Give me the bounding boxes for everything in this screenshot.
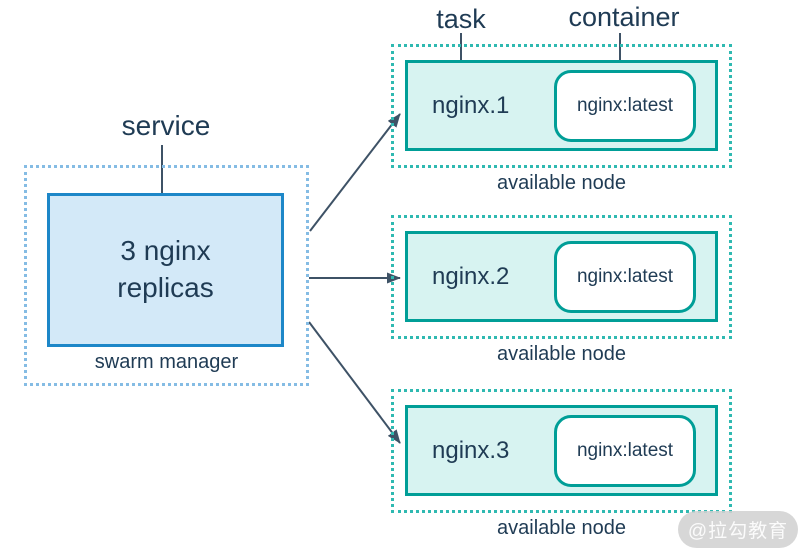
node-1-task-box: nginx.1 nginx:latest: [405, 60, 718, 151]
arrow-manager-to-node1: [309, 113, 401, 232]
service-label: service: [121, 110, 211, 141]
arrow-manager-to-node3: [308, 321, 401, 444]
swarm-manager-caption: swarm manager: [94, 351, 239, 373]
node-1-container-box: nginx:latest: [554, 69, 696, 142]
node-2-caption: available node: [497, 343, 626, 365]
node-2-task-name: nginx.2: [432, 262, 510, 290]
node-2-task-box: nginx.2 nginx:latest: [405, 231, 718, 322]
node-3-boundary: nginx.3 nginx:latest: [391, 389, 732, 513]
service-replicas-text: 3 nginx replicas: [117, 235, 214, 303]
node-3-container-image: nginx:latest: [576, 439, 674, 461]
service-box: 3 nginx replicas: [47, 193, 284, 347]
node-2: nginx.2 nginx:latest available node: [391, 215, 732, 366]
node-3-caption: available node: [497, 517, 626, 539]
node-2-container-image: nginx:latest: [576, 265, 674, 287]
node-2-container-box: nginx:latest: [554, 240, 696, 313]
watermark-text: @拉勾教育: [687, 521, 789, 542]
task-label: task: [436, 4, 486, 34]
node-2-boundary: nginx.2 nginx:latest: [391, 215, 732, 339]
swarm-manager-boundary: 3 nginx replicas swarm manager: [24, 165, 309, 386]
node-1-task-name: nginx.1: [432, 91, 510, 119]
container-label: container: [568, 2, 680, 32]
node-3-task-box: nginx.3 nginx:latest: [405, 405, 718, 496]
node-1: nginx.1 nginx:latest available node: [391, 44, 732, 195]
node-1-caption: available node: [497, 172, 626, 194]
node-3-task-name: nginx.3: [432, 436, 510, 464]
node-3-container-box: nginx:latest: [554, 414, 696, 487]
node-1-container-image: nginx:latest: [576, 94, 674, 116]
node-1-boundary: nginx.1 nginx:latest: [391, 44, 732, 168]
node-3: nginx.3 nginx:latest available node: [391, 389, 732, 540]
watermark-badge: @拉勾教育: [678, 511, 798, 548]
